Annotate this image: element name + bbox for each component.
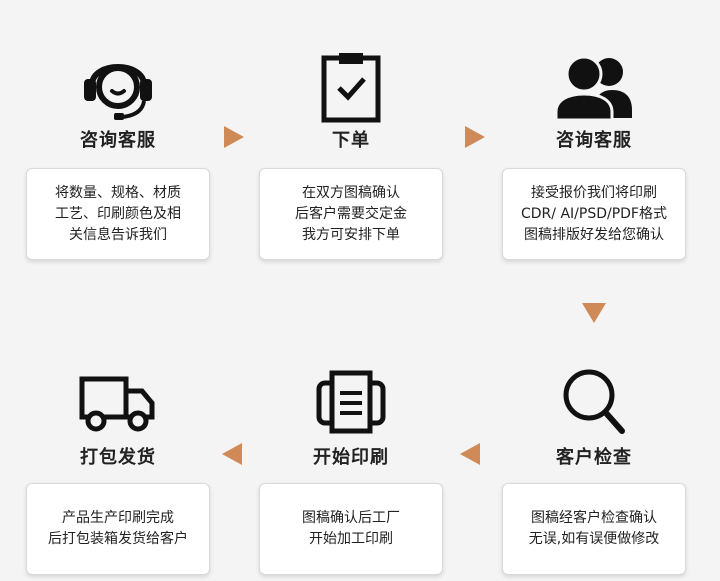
text-line: 接受报价我们将印刷 — [531, 184, 657, 201]
arrow-left-icon — [460, 443, 480, 465]
step-title: 打包发货 — [80, 447, 156, 468]
arrow-right-icon — [224, 126, 244, 148]
text-line: 工艺、印刷颜色及相 — [55, 205, 181, 222]
text-line: 开始加工印刷 — [309, 531, 393, 547]
text-line: 在双方图稿确认 — [302, 184, 400, 201]
text-line: 图稿排版好发给您确认 — [524, 226, 664, 243]
step-description: 图稿经客户检查确认 无误,如有误便做修改 — [502, 483, 686, 575]
printer-icon — [306, 357, 396, 447]
text-line: 产品生产印刷完成 — [62, 510, 174, 526]
clipboard-check-icon — [306, 42, 396, 132]
step-description: 在双方图稿确认 后客户需要交定金 我方可安排下单 — [259, 168, 443, 260]
step-title: 咨询客服 — [556, 130, 632, 151]
text-line: 无误,如有误便做修改 — [528, 531, 660, 547]
text-line: 关信息告诉我们 — [69, 226, 167, 243]
arrow-left-icon — [222, 443, 242, 465]
truck-icon — [73, 357, 163, 447]
text-line: CDR/ AI/PSD/PDF格式 — [521, 205, 667, 222]
arrow-right-icon — [465, 126, 485, 148]
step-title: 开始印刷 — [313, 447, 389, 468]
step-description: 产品生产印刷完成 后打包装箱发货给客户 — [26, 483, 210, 575]
step-description: 图稿确认后工厂 开始加工印刷 — [259, 483, 443, 575]
step-title: 客户检查 — [556, 447, 632, 468]
text-line: 后打包装箱发货给客户 — [48, 531, 188, 547]
step-description: 接受报价我们将印刷 CDR/ AI/PSD/PDF格式 图稿排版好发给您确认 — [502, 168, 686, 260]
text-line: 图稿经客户检查确认 — [531, 510, 657, 526]
text-line: 后客户需要交定金 — [295, 205, 407, 222]
step-description: 将数量、规格、材质 工艺、印刷颜色及相 关信息告诉我们 — [26, 168, 210, 260]
step-title: 咨询客服 — [80, 130, 156, 151]
users-icon — [549, 42, 639, 132]
arrow-down-icon — [582, 303, 606, 323]
search-icon — [549, 357, 639, 447]
headset-icon — [73, 42, 163, 132]
text-line: 图稿确认后工厂 — [302, 510, 400, 526]
step-title: 下单 — [332, 130, 370, 151]
text-line: 将数量、规格、材质 — [55, 184, 181, 201]
text-line: 我方可安排下单 — [302, 226, 400, 243]
